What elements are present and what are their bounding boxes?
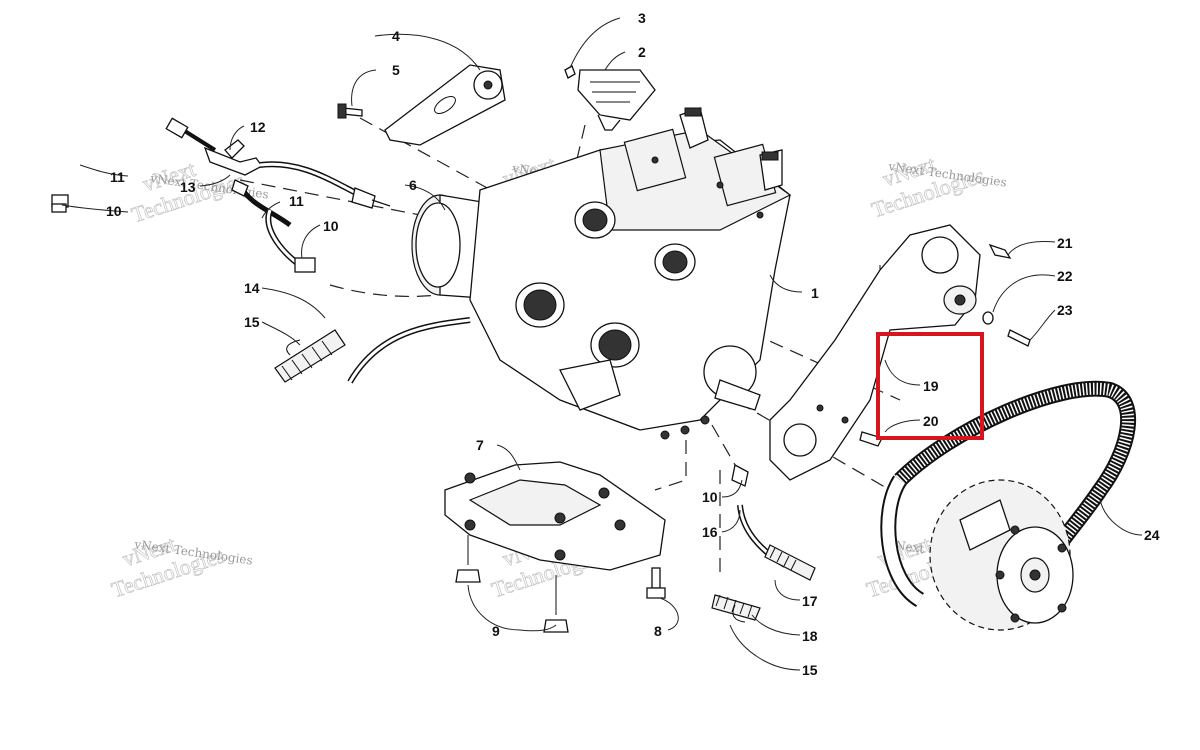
callout-14: 14 [244, 280, 260, 296]
callout-3: 3 [638, 10, 646, 26]
callout-10: 10 [323, 218, 339, 234]
callout-9: 9 [492, 623, 500, 639]
callout-17: 17 [802, 593, 818, 609]
callout-10: 10 [702, 489, 718, 505]
callout-4: 4 [392, 28, 400, 44]
bolt-8 [646, 567, 666, 599]
spring-18 [711, 594, 761, 623]
callout-11: 11 [289, 193, 304, 209]
callout-2: 2 [638, 44, 646, 60]
drive-plate [769, 224, 1031, 481]
callout-5: 5 [392, 62, 400, 78]
callout-15: 15 [244, 314, 260, 330]
engine-assembly [411, 107, 792, 440]
callout-7: 7 [476, 437, 484, 453]
callout-12: 12 [250, 119, 266, 135]
highlight-box [876, 332, 984, 440]
callout-18: 18 [802, 628, 818, 644]
callout-6: 6 [409, 177, 417, 193]
leader-lines [61, 17, 1143, 671]
drive-belt-24 [880, 380, 1137, 631]
callout-13: 13 [180, 179, 196, 195]
hose-16 [731, 464, 816, 581]
callout-11: 11 [110, 169, 125, 185]
callout-15: 15 [802, 662, 818, 678]
nuts-9 [455, 535, 569, 633]
callout-16: 16 [702, 524, 718, 540]
spring-14 [274, 329, 346, 383]
callout-8: 8 [654, 623, 662, 639]
mount-bracket-4 [337, 64, 506, 146]
fuel-hose-assembly [51, 117, 391, 273]
motor-mount-7 [444, 461, 666, 571]
assembly-lines [239, 117, 901, 580]
callout-1: 1 [811, 285, 819, 301]
callout-20: 20 [923, 413, 939, 429]
callout-19: 19 [923, 378, 939, 394]
callout-24: 24 [1144, 527, 1160, 543]
callout-10: 10 [106, 203, 122, 219]
callout-21: 21 [1057, 235, 1073, 251]
callout-22: 22 [1057, 268, 1073, 284]
callout-23: 23 [1057, 302, 1073, 318]
recoil-handle [564, 65, 656, 131]
callout-labels: 1 2 3 4 5 6 7 8 9 10 10 10 11 11 12 13 1… [106, 10, 1160, 678]
